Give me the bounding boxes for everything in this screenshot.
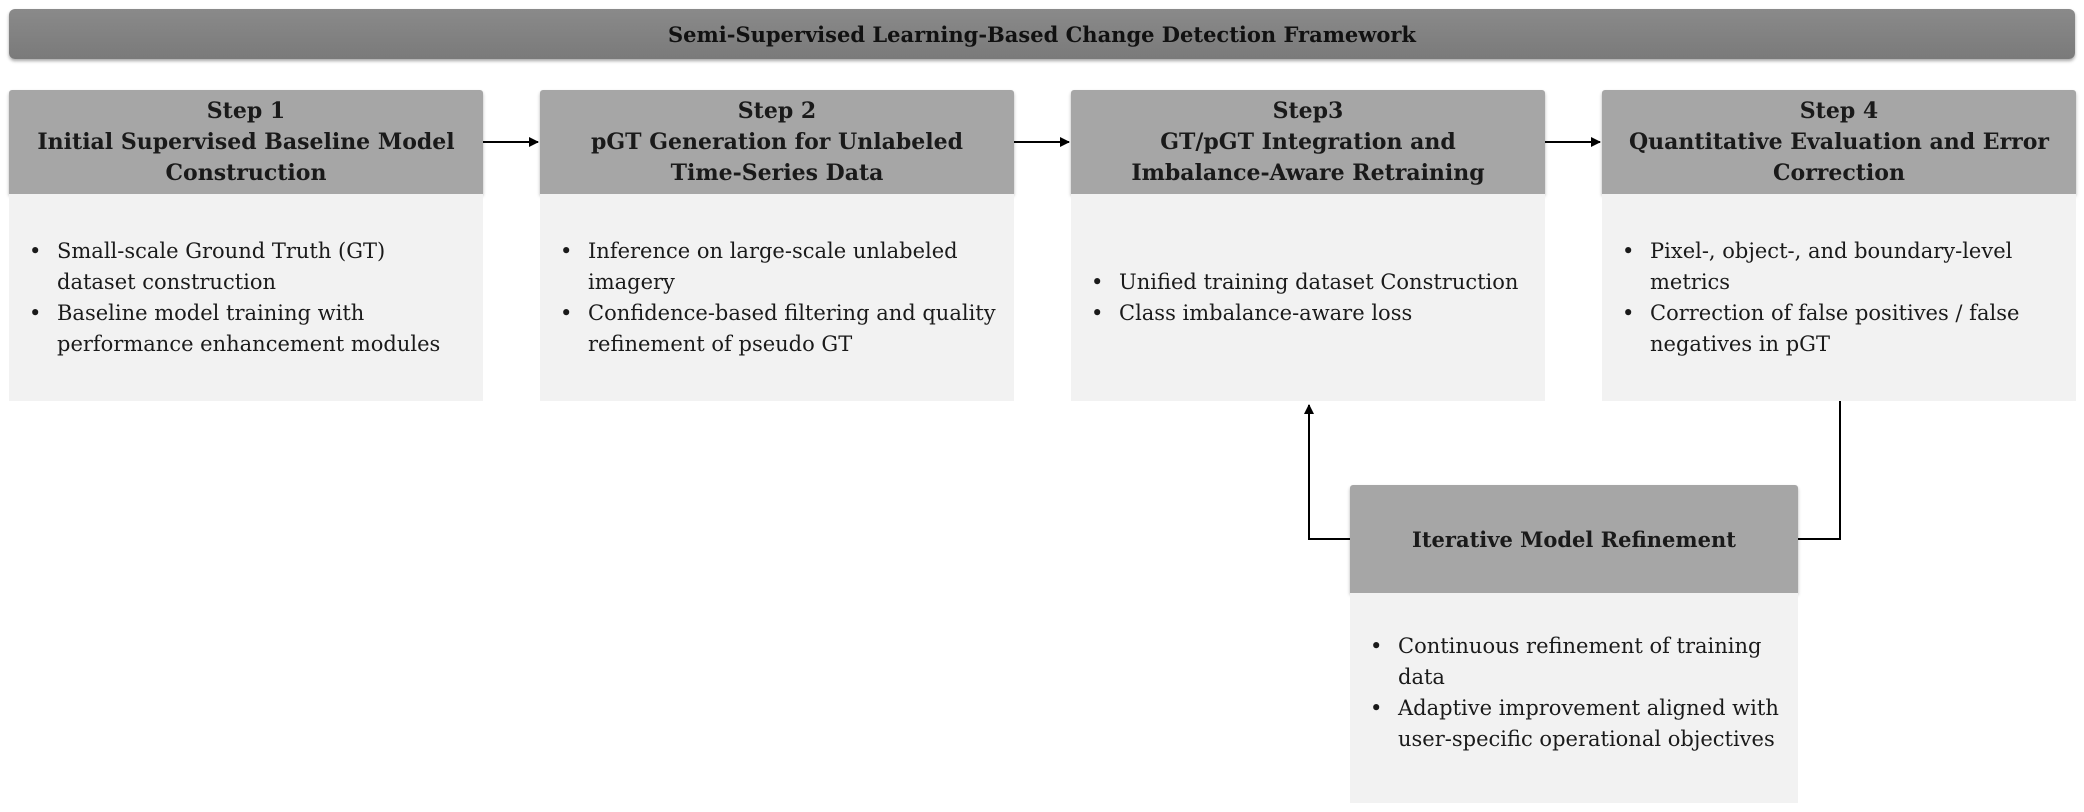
step-1-box: Step 1 Initial Supervised Baseline Model… (9, 90, 483, 401)
step-1-header: Step 1 Initial Supervised Baseline Model… (9, 90, 483, 194)
step-3-body: Unified training dataset Construction Cl… (1071, 194, 1545, 401)
step-1-body: Small-scale Ground Truth (GT) dataset co… (9, 194, 483, 401)
refinement-bullet-2: Adaptive improvement aligned with user-s… (1370, 693, 1780, 755)
refinement-box: Iterative Model Refinement Continuous re… (1350, 485, 1798, 803)
step-3-bullet-2: Class imbalance-aware loss (1091, 298, 1527, 329)
step-3-box: Step3 GT/pGT Integration and Imbalance-A… (1071, 90, 1545, 401)
step-3-label: Step3 (1272, 97, 1344, 124)
step-2-label: Step 2 (737, 97, 817, 124)
step-1-bullet-1: Small-scale Ground Truth (GT) dataset co… (29, 236, 465, 298)
step-1-heading-line-2: Construction (165, 159, 327, 186)
step-4-heading-line-1: Quantitative Evaluation and Error (1628, 128, 2050, 155)
step-4-label: Step 4 (1799, 97, 1879, 124)
arrow-step4-to-refinement (1798, 401, 1841, 540)
refinement-title: Iterative Model Refinement (1412, 526, 1736, 552)
step-2-bullet-1: Inference on large-scale unlabeled image… (560, 236, 996, 298)
arrow-refinement-to-step3 (1304, 404, 1350, 540)
step-2-body: Inference on large-scale unlabeled image… (540, 194, 1014, 401)
step-3-bullet-1: Unified training dataset Construction (1091, 267, 1527, 298)
refinement-header: Iterative Model Refinement (1350, 485, 1798, 593)
step-4-heading-line-2: Correction (1773, 159, 1905, 186)
step-3-header: Step3 GT/pGT Integration and Imbalance-A… (1071, 90, 1545, 194)
step-4-bullet-2: Correction of false positives / false ne… (1622, 298, 2058, 360)
step-1-heading-line-1: Initial Supervised Baseline Model (37, 128, 455, 155)
step-2-header: Step 2 pGT Generation for Unlabeled Time… (540, 90, 1014, 194)
step-3-heading-line-1: GT/pGT Integration and (1160, 128, 1456, 155)
step-2-heading-line-2: Time-Series Data (670, 159, 884, 186)
step-4-header: Step 4 Quantitative Evaluation and Error… (1602, 90, 2076, 194)
step-4-box: Step 4 Quantitative Evaluation and Error… (1602, 90, 2076, 401)
step-1-label: Step 1 (206, 97, 286, 124)
step-4-body: Pixel-, object-, and boundary-level metr… (1602, 194, 2076, 401)
step-3-heading-line-2: Imbalance-Aware Retraining (1131, 159, 1485, 186)
step-2-bullet-2: Confidence-based filtering and quality r… (560, 298, 996, 360)
refinement-bullet-1: Continuous refinement of training data (1370, 631, 1780, 693)
step-1-bullet-2: Baseline model training with performance… (29, 298, 465, 360)
step-2-box: Step 2 pGT Generation for Unlabeled Time… (540, 90, 1014, 401)
framework-title: Semi-Supervised Learning-Based Change De… (9, 9, 2075, 59)
step-2-heading-line-1: pGT Generation for Unlabeled (591, 128, 963, 155)
refinement-body: Continuous refinement of training data A… (1350, 593, 1798, 803)
step-4-bullet-1: Pixel-, object-, and boundary-level metr… (1622, 236, 2058, 298)
